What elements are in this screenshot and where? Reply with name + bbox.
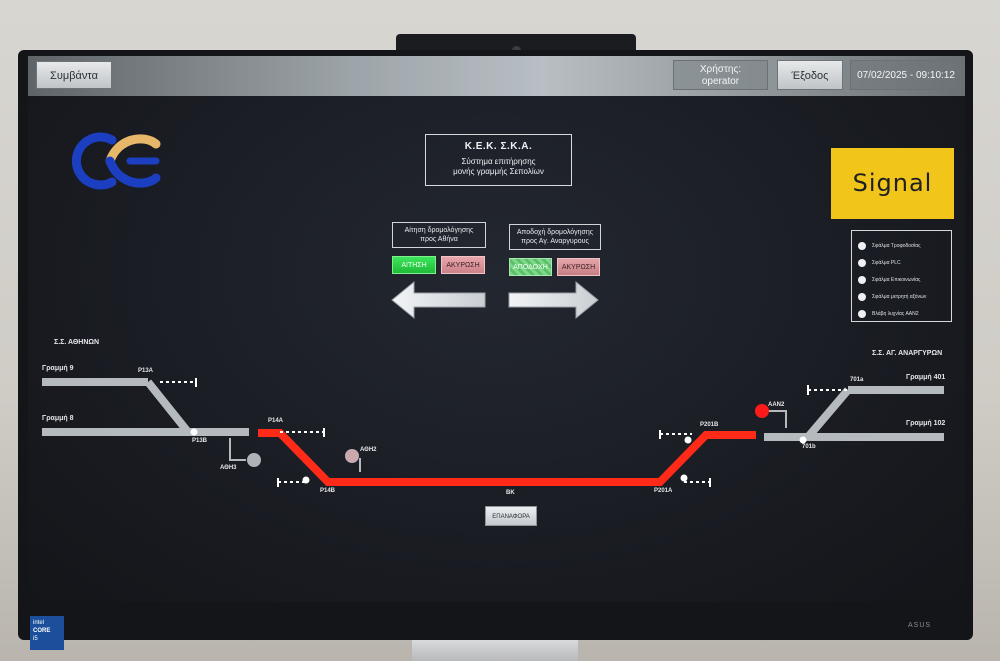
status-row: Σφάλμα Τροφοδοσίας [858,237,947,254]
direction-arrows [391,280,599,320]
athi2-signal-icon[interactable] [345,449,359,463]
intel-sticker: intel CORE i5 [30,616,64,650]
exit-button[interactable]: Έξοδος [777,60,843,90]
status-row: Σφάλμα μετρητή αξόνων [858,288,947,305]
status-row: Σφάλμα Επικοινωνίας [858,271,947,288]
track-line9-label: Γραμμή 9 [42,365,74,372]
aan2-label: ΑΑΝ2 [768,402,785,408]
aan2-signal-post [768,410,787,428]
arrow-right-icon [508,280,599,320]
701b-label: 701b [802,444,816,450]
status-row: Βλάβη λυχνίας ΑΑΝ2 [858,305,947,322]
track-line8-label: Γραμμή 8 [42,415,74,422]
status-led-icon [858,309,866,318]
status-led-icon [858,275,866,284]
user-name: operator [701,76,740,87]
track-line102-label: Γραμμή 102 [906,420,946,427]
p13b-label: P13B [192,438,208,444]
status-label: Σφάλμα PLC [872,259,901,266]
request-right-line2: προς Αγ. Αναργυρους [521,238,589,245]
cancel-accept-button[interactable]: ΑΚΥΡΩΣΗ [557,258,600,276]
p14a-label: P14A [268,418,284,424]
701a-label: 701a [850,377,864,383]
p14b-point-dot [302,476,310,484]
block-label: ΒΚ [506,490,515,496]
intel-core-text: CORE [33,628,51,634]
p13a-label: P13A [138,368,154,374]
aan2-signal-icon[interactable] [755,404,769,418]
point-701-diverge [804,387,852,440]
user-title: Χρήστης: [699,64,742,75]
status-led-icon [858,292,866,301]
accept-button[interactable]: ΑΠΟΔΟΧΗ [509,258,552,276]
datetime-display: 07/02/2025 - 09:10:12 [850,60,962,90]
accept-to-anargyroi-label: Αποδοχή δρομολόγησης προς Αγ. Αναργυρους [509,224,601,250]
intel-gen-text: i5 [33,636,38,642]
restore-button[interactable]: ΕΠΑΝΑΦΟΡΑ [485,506,537,526]
system-title: Κ.Ε.Κ. Σ.Κ.Α. [464,141,533,152]
p201a-point-dot [680,474,688,482]
track-diagram [42,378,944,487]
status-label: Σφάλμα Επικοινωνίας [872,276,921,283]
arrow-left-icon [391,280,486,320]
status-row: Σφάλμα PLC [858,254,947,271]
request-left-line1: Αίτηση δρομολόγησης [404,227,474,234]
status-panel: Σφάλμα Τροφοδοσίας Σφάλμα PLC Σφάλμα Επι… [851,230,952,322]
station-athens-label: Σ.Σ. ΑΘΗΝΩΝ [54,339,100,346]
request-to-athens-label: Αίτηση δρομολόγησης προς Αθήνα [392,222,486,248]
request-button[interactable]: ΑΙΤΗΣΗ [392,256,436,274]
p201b-label: P201B [700,422,719,428]
events-button[interactable]: Συμβάντα [36,61,112,89]
ose-logo [71,132,161,190]
request-right-line1: Αποδοχή δρομολόγησης [516,229,594,236]
top-bar: Συμβάντα Χρήστης: operator Έξοδος 07/02/… [28,56,965,96]
monitor-stand [412,640,578,661]
p14b-label: P14B [320,488,336,494]
point-p13-diverge [144,379,192,435]
p13b-point-dot [190,428,198,436]
signal-brand-logo: Signal [831,148,954,219]
status-led-icon [858,258,866,267]
system-title-box: Κ.Ε.Κ. Σ.Κ.Α. Σύστημα επιτήρησης μονής γ… [425,134,572,186]
status-led-icon [858,241,866,250]
cancel-request-button[interactable]: ΑΚΥΡΩΣΗ [441,256,485,274]
system-subtitle-line1: Σύστημα επιτήρησης [461,157,536,166]
intel-brand-text: intel [33,620,45,626]
status-label: Βλάβη λυχνίας ΑΑΝ2 [872,310,919,317]
p201a-label: P201A [654,488,673,494]
athi3-label: ΑΘΗ3 [220,465,237,471]
track-line401-label: Γραμμή 401 [906,374,946,381]
system-subtitle-line2: μονής γραμμής Σεπολίων [453,167,544,176]
monitor-brand-logo: ASUS [908,622,932,629]
status-label: Σφάλμα Τροφοδοσίας [872,242,921,249]
athi3-signal-icon[interactable] [247,453,261,467]
status-label: Σφάλμα μετρητή αξόνων [872,293,927,300]
athi3-signal-post [229,438,246,461]
scada-screen: Συμβάντα Χρήστης: operator Έξοδος 07/02/… [28,56,965,602]
station-anargyroi-label: Σ.Σ. ΑΓ. ΑΝΑΡΓΥΡΩΝ [872,350,943,357]
701b-point-dot [799,436,807,444]
athi2-label: ΑΘΗ2 [360,447,377,453]
user-info: Χρήστης: operator [673,60,768,90]
occupied-route [258,429,756,486]
request-left-line2: προς Αθήνα [420,236,458,243]
p201b-point-dot [684,436,692,444]
